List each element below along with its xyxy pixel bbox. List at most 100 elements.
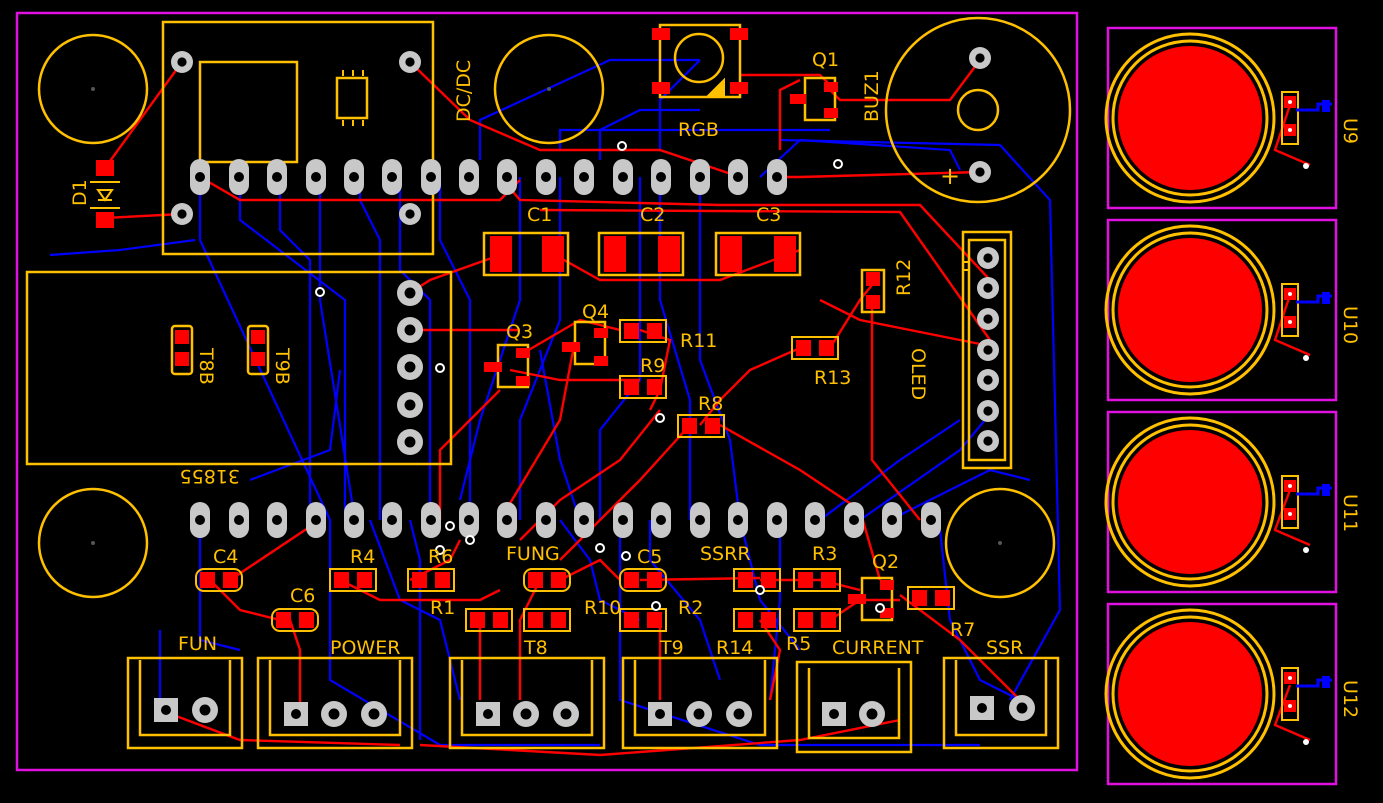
label-c5: C5 bbox=[637, 546, 662, 568]
q1-pad-1 bbox=[790, 94, 806, 104]
label-r8: R8 bbox=[698, 393, 723, 415]
ssr-pin-2-drill bbox=[1016, 702, 1028, 714]
label-plus: + bbox=[940, 162, 960, 190]
label-r3: R3 bbox=[812, 543, 837, 565]
mcu-top-pin-10-drill bbox=[541, 172, 551, 182]
power-pin-1-drill bbox=[291, 709, 301, 719]
q2-pad-2 bbox=[880, 580, 894, 590]
via-9 bbox=[621, 551, 631, 561]
c3-pad-2 bbox=[774, 236, 796, 272]
via-4 bbox=[435, 363, 445, 373]
mcu-top-pin-12-drill bbox=[618, 172, 628, 182]
via-12 bbox=[875, 603, 885, 613]
oled-pin-4-drill bbox=[983, 345, 993, 355]
ssr-connector-outline bbox=[942, 656, 1060, 750]
mounting-hole-dot-1 bbox=[91, 87, 95, 91]
label-ssr: SSR bbox=[986, 637, 1023, 659]
rgb-pad-1 bbox=[652, 28, 670, 40]
mcu-bottom-pin-3-drill bbox=[272, 515, 282, 525]
mcu-bottom-pin-6-drill bbox=[387, 515, 397, 525]
c1-outline bbox=[482, 231, 570, 277]
silkscreen-glyphs bbox=[90, 70, 969, 271]
label-ssrr: SSRR bbox=[700, 543, 751, 565]
t8-pin-1-drill bbox=[483, 709, 493, 719]
t8-pin-2-drill bbox=[520, 708, 532, 720]
label-dcdc: DC/DC bbox=[453, 60, 475, 122]
dcdc-ic-pins bbox=[342, 70, 364, 126]
rgb-pad-3 bbox=[652, 82, 670, 94]
mcu-bottom-pin-4-drill bbox=[311, 515, 321, 525]
label-c6: C6 bbox=[290, 585, 315, 607]
q3-pad-1 bbox=[484, 362, 502, 372]
mcu-bottom-pin-14-drill bbox=[695, 515, 705, 525]
t9b-pad-2 bbox=[251, 352, 265, 366]
label-current: CURRENT bbox=[832, 637, 924, 659]
label-c4: C4 bbox=[213, 546, 238, 568]
button-u11 bbox=[1104, 416, 1332, 588]
c3-outline bbox=[714, 231, 802, 277]
button-pin-a-9 bbox=[1288, 100, 1292, 104]
d1-pad-2 bbox=[96, 212, 114, 228]
label-c2: C2 bbox=[640, 204, 665, 226]
buzzer-pin-1-drill bbox=[975, 53, 985, 63]
t9-pin-2-drill bbox=[693, 708, 705, 720]
rgb-pad-2 bbox=[730, 28, 748, 40]
r1-part bbox=[465, 608, 513, 632]
label-q4: Q4 bbox=[582, 301, 609, 323]
q3-pad-3 bbox=[516, 376, 530, 386]
dcdc-ic-outline bbox=[335, 76, 369, 120]
mcu-bottom-pin-2-drill bbox=[234, 515, 244, 525]
u12-board-outline bbox=[1106, 602, 1338, 786]
button-ring-outer-10 bbox=[1104, 224, 1276, 396]
label-fung: FUNG bbox=[506, 543, 560, 565]
d1-pad-1 bbox=[96, 160, 114, 176]
label-fun: FUN bbox=[178, 633, 217, 655]
t9-pin-1-drill bbox=[655, 709, 665, 719]
power-connector-outline bbox=[256, 656, 414, 750]
label-rgb: RGB bbox=[678, 119, 719, 141]
label-r10: R10 bbox=[584, 597, 621, 619]
r2-part bbox=[619, 608, 667, 632]
r5-part bbox=[793, 608, 841, 632]
button-via-9 bbox=[1303, 163, 1309, 169]
mcu-bottom-pin-19-drill bbox=[887, 515, 897, 525]
mcu-top-pin-7-drill bbox=[426, 172, 436, 182]
r4-part bbox=[329, 568, 377, 592]
oled-pin-1-drill bbox=[983, 253, 993, 263]
button-pin-b-9 bbox=[1288, 128, 1292, 132]
rgb-led-outline bbox=[658, 23, 742, 99]
label-q3: Q3 bbox=[506, 321, 533, 343]
mcu-top-pin-2-drill bbox=[234, 172, 244, 182]
t8b-pad-1 bbox=[175, 330, 189, 344]
label-r2: R2 bbox=[678, 597, 703, 619]
thermocouple-pin-2-drill bbox=[404, 324, 416, 336]
button-blue-pad-12 bbox=[1322, 676, 1330, 688]
mcu-bottom-pin-10-drill bbox=[541, 515, 551, 525]
u9-board-outline bbox=[1106, 26, 1338, 210]
oled-pin-3-drill bbox=[983, 314, 993, 324]
mcu-top-pin-5-drill bbox=[349, 172, 359, 182]
fun-pin-2-drill bbox=[199, 704, 211, 716]
c3-pad-1 bbox=[720, 236, 742, 272]
rgb-led-lens bbox=[673, 32, 725, 84]
button-pad-10 bbox=[1118, 238, 1262, 382]
mcu-top-pin-16-drill bbox=[772, 172, 782, 182]
r11-part bbox=[619, 319, 667, 343]
button-u12 bbox=[1104, 608, 1332, 780]
mcu-bottom-pin-11-drill bbox=[579, 515, 589, 525]
r14-part bbox=[733, 608, 781, 632]
button-header-outline-11 bbox=[1281, 475, 1299, 529]
mcu-bottom-pin-13-drill bbox=[656, 515, 666, 525]
q4-pad-2 bbox=[594, 328, 608, 338]
silkscreen-outlines bbox=[25, 16, 1072, 754]
r9-part bbox=[619, 375, 667, 399]
label-q1: Q1 bbox=[812, 49, 839, 71]
r7-part bbox=[907, 586, 955, 610]
via-7 bbox=[465, 535, 475, 545]
mcu-top-pin-3-drill bbox=[272, 172, 282, 182]
button-modules bbox=[1104, 32, 1332, 780]
r12-pad-1 bbox=[866, 272, 880, 286]
current-pin-1-drill bbox=[829, 709, 839, 719]
via-2 bbox=[833, 159, 843, 169]
dcdc-pin-2-drill bbox=[405, 57, 415, 67]
